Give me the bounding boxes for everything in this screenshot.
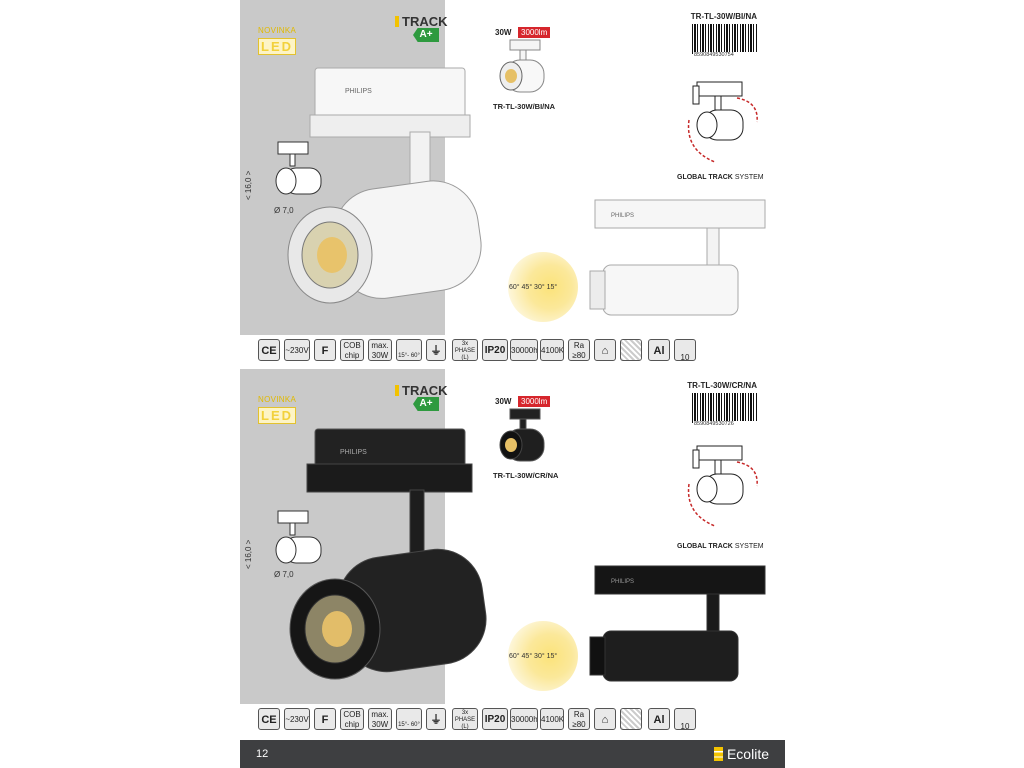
package-count-icon: 10 [674,708,696,730]
f-class-icon: F [314,708,336,730]
ce-icon: CE [258,708,280,730]
package-count-icon: 10 [674,339,696,361]
spotlight-main-image: PHILIPS [289,428,487,680]
led-badge: LED [258,38,296,55]
cri-icon: Ra≥80 [568,339,590,361]
novinka-badge: NOVINKA [258,395,297,404]
beam-angle-icon: 15°- 60° [396,708,422,730]
dimension-sketch [275,141,322,195]
product-code-thumbnail: TR-TL-30W/CR/NA [493,471,559,480]
svg-text:PHILIPS: PHILIPS [340,449,367,456]
indoor-icon: ⌂ [594,339,616,361]
ip-rating-icon: IP20 [482,708,508,730]
global-track-system-label: GLOBAL TRACK SYSTEM [677,174,764,181]
lumen-badge: 3000lm [518,396,551,407]
led-badge: LED [258,407,296,424]
svg-text:PHILIPS: PHILIPS [345,88,372,95]
beam-angles-label: 60° 45° 30° 15° [509,284,558,291]
ce-icon: CE [258,339,280,361]
page-number: 12 [256,748,269,760]
lifetime-icon: 30000h [510,708,538,730]
product-code-thumbnail: TR-TL-30W/BI/NA [493,102,556,111]
aluminium-icon: Al [648,339,670,361]
lifetime-icon: 30000h [510,339,538,361]
svg-text:PHILIPS: PHILIPS [611,579,634,585]
beam-angle-graphic [508,252,578,322]
barcode [692,24,758,54]
product-code-header: TR-TL-30W/BI/NA [690,12,757,21]
ip-rating-icon: IP20 [482,339,508,361]
spotlight-thumbnail [499,39,545,93]
max-wattage-icon: max.30W [368,339,392,361]
beam-angle-icon: 15°- 60° [396,339,422,361]
lumen-badge: 3000lm [518,27,551,38]
spotlight-side-view: PHILIPS [589,199,766,316]
energy-class-badge: A+ [413,397,439,411]
spotlight-main-image: PHILIPS [287,67,482,304]
page-footer: 12 Ecolite [240,740,785,768]
voltage-icon: ~230V [284,708,310,730]
max-wattage-icon: max.30W [368,708,392,730]
rotation-sketch [687,445,758,527]
f-class-icon: F [314,339,336,361]
voltage-icon: ~230V [284,339,310,361]
diameter-dimension: Ø 7,0 [274,206,294,215]
pattern-icon [620,708,642,730]
color-temperature-icon: 4100K [540,339,564,361]
product-panel-black: NOVINKA LED TRACK A+ PHILIPS < 16,0 > Ø … [240,369,785,734]
spotlight-side-view: PHILIPS [589,565,766,682]
rotation-sketch [687,81,758,163]
height-dimension: < 16,0 > [244,539,253,569]
color-temperature-icon: 4100K [540,708,564,730]
product-code-header: TR-TL-30W/CR/NA [687,381,757,390]
pattern-icon [620,339,642,361]
track-label: TRACK [395,14,448,29]
product-panel-white: NOVINKA LED TRACK A+ PHILIPS < 16,0 > Ø … [240,0,785,365]
global-track-system-label: GLOBAL TRACK SYSTEM [677,543,764,550]
aluminium-icon: Al [648,708,670,730]
energy-class-badge: A+ [413,28,439,42]
diameter-dimension: Ø 7,0 [274,570,294,579]
spotlight-thumbnail [499,408,545,462]
wattage-label: 30W [495,397,512,406]
brand-logo: Ecolite [714,746,769,762]
novinka-badge: NOVINKA [258,26,297,35]
barcode-number: 8590849530754 [694,52,758,58]
wattage-label: 30W [495,28,512,37]
cri-icon: Ra≥80 [568,708,590,730]
ground-icon: ⏚ [426,339,446,361]
barcode-number: 8590849530726 [694,421,758,427]
catalog-page: NOVINKA LED TRACK A+ PHILIPS < 16,0 > Ø … [240,0,785,768]
svg-text:PHILIPS: PHILIPS [611,213,634,219]
indoor-icon: ⌂ [594,708,616,730]
track-label: TRACK [395,383,448,398]
height-dimension: < 16,0 > [244,170,253,200]
dimension-sketch [275,510,322,564]
beam-angles-label: 60° 45° 30° 15° [509,653,558,660]
beam-angle-graphic [508,621,578,691]
ground-icon: ⏚ [426,708,446,730]
barcode [692,393,758,423]
